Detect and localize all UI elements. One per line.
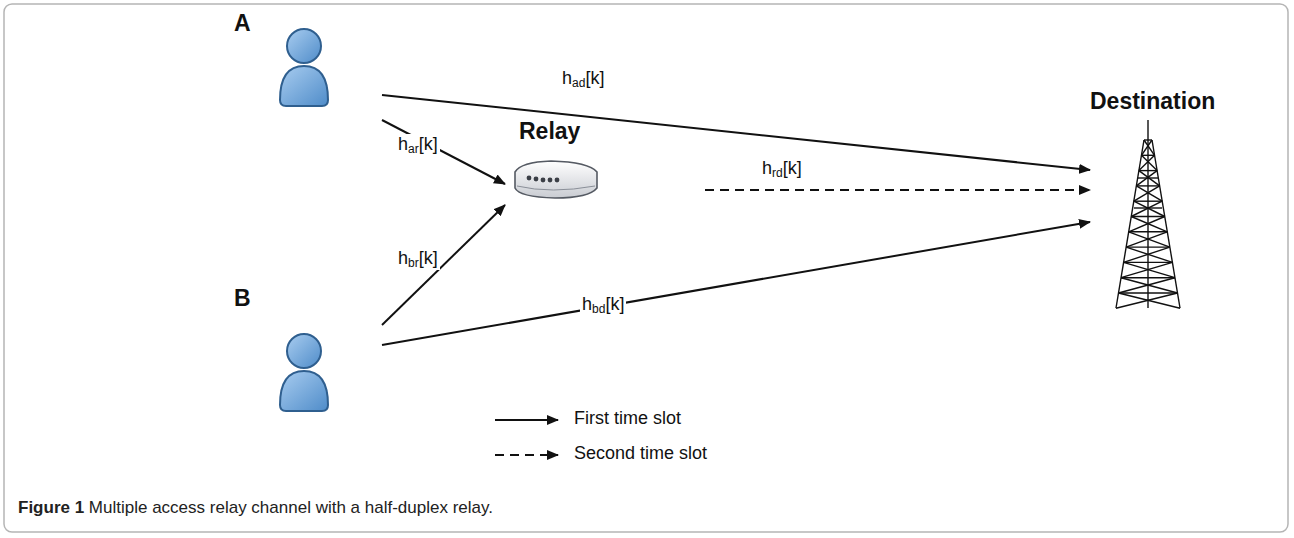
channel-label: hrd[k] [760, 158, 804, 180]
first-slot-link [382, 95, 1090, 170]
legend-text: Second time slot [574, 443, 707, 464]
node-label: Relay [519, 118, 580, 145]
node-icon [1108, 118, 1188, 310]
legend-text: First time slot [574, 408, 681, 429]
node-label: A [234, 10, 251, 37]
node-label: B [234, 285, 251, 312]
user-b: B [232, 285, 382, 415]
node-icon [274, 20, 334, 108]
legend-samples [495, 420, 558, 455]
node-icon [274, 325, 334, 413]
first-slot-link [382, 120, 505, 184]
first-slot-link [382, 222, 1090, 345]
legend-solid-sample [495, 419, 558, 421]
first-slot-link [382, 205, 505, 325]
channel-label: hbd[k] [580, 294, 626, 316]
channel-label: had[k] [560, 68, 606, 90]
legend-dashed-sample [495, 454, 558, 456]
channel-label: har[k] [396, 134, 440, 156]
user-a: A [232, 10, 382, 128]
second-slot-link [705, 189, 1090, 191]
channel-label: hbr[k] [396, 248, 440, 270]
node-label: Destination [1090, 88, 1215, 115]
node-icon [511, 158, 601, 202]
figure-caption: Figure 1 Multiple access relay channel w… [18, 498, 493, 518]
destination-tower: Destination [1090, 88, 1220, 310]
relay-node: Relay [505, 118, 705, 208]
